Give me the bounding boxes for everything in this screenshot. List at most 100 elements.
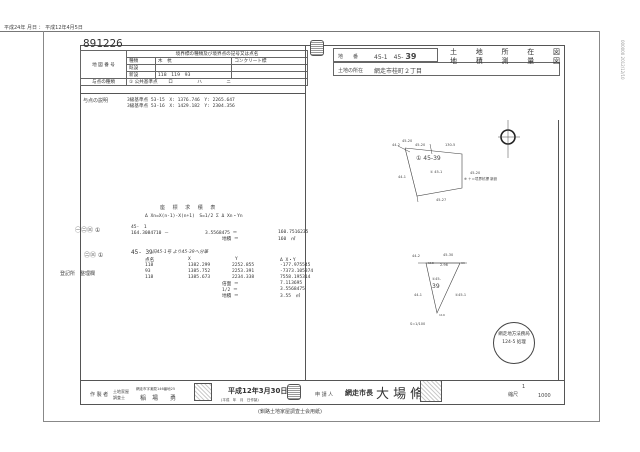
coord-cell: 2253.391 <box>232 269 255 274</box>
calc-title: 座 標 求 積 表 <box>160 205 219 211</box>
title-char: 所 <box>501 48 509 56</box>
point-type: ① 公共基準点 <box>129 80 158 85</box>
coord-cell: 1385.673 <box>188 275 211 280</box>
divider <box>80 93 305 94</box>
lot2-symbols: ㊁㊂ ① <box>84 252 104 259</box>
map-label: ①45-1 <box>455 293 467 297</box>
boundary-line <box>416 195 419 203</box>
sum-cell: 1/2 ＝ <box>222 288 238 293</box>
cell <box>231 64 308 72</box>
sum-cell: 7.113695 <box>280 281 303 286</box>
title-char: 図 <box>553 48 560 56</box>
map-label: 45-20 <box>402 139 413 143</box>
title-char: 在 <box>527 48 535 56</box>
scale-denominator: 1000 <box>538 393 551 399</box>
point-types: ① 公共基準点 ロ ハ ニ <box>126 78 308 86</box>
map-label: 45-20 <box>470 171 481 175</box>
point-desc-label: 与点の説明 <box>83 98 109 104</box>
location-value: 網走市桂町２丁目 <box>374 68 423 75</box>
map-legend: ※ ＋＝境界杭標 新設 <box>464 177 498 181</box>
coord-cell: 118 <box>145 275 154 280</box>
map-label: 39 <box>432 283 440 290</box>
title-char: 地 <box>450 57 457 65</box>
cell <box>154 64 233 72</box>
lot1-area: 160 ㎡ <box>278 237 296 242</box>
title-char: 土 <box>450 48 457 56</box>
title-char: 図 <box>553 57 560 65</box>
boundary-line <box>397 145 411 153</box>
author-label: 作 製 者 <box>90 392 109 398</box>
point-label: 118 <box>428 261 434 265</box>
coord-cell: 118 <box>145 263 154 268</box>
point-type-label: 与点の種類 <box>80 78 127 86</box>
cell <box>231 71 308 79</box>
city-emblem-icon <box>287 384 301 400</box>
coord-cell: 1382.299 <box>188 263 211 268</box>
handwritten-note: 旧45-1号 より45-39へ分筆 <box>152 250 209 255</box>
coord-cell: 93 <box>145 269 151 274</box>
scale-label: 縮尺 <box>508 392 519 398</box>
boundary-heading: 境界標の種類及び境界点の記号又は点名 <box>126 50 308 58</box>
page-frame <box>43 31 600 422</box>
title-char: 量 <box>527 57 535 65</box>
divider <box>558 120 559 380</box>
col-header: X <box>188 257 191 262</box>
author-name: 稲 場 勇 <box>140 395 177 402</box>
applicant-seal <box>420 380 442 402</box>
lot1-area-label: 地積 ＝ <box>222 237 239 242</box>
map-label: ①45- <box>432 277 441 281</box>
lot-box: 地 番 45-1 45- 39 <box>333 48 438 62</box>
calc-formula: Δ Xn=X(n-1)-X(n+1) S=1/2 Σ Δ Xn・Yn <box>145 214 243 219</box>
col-header: 点名 <box>145 258 155 263</box>
cell: 木 杭 <box>154 57 233 65</box>
col-header: Δ X・Y <box>280 258 296 263</box>
point-label: 93 <box>461 261 465 265</box>
doc-number: 891226 <box>83 37 123 50</box>
lot-num: 39 <box>405 52 417 61</box>
map-label: 44-2 <box>392 143 400 147</box>
side-stamp: 000000 2012/12/10 <box>620 40 625 80</box>
map-label: ① 45-1 <box>430 170 443 174</box>
map-label: 45-30 <box>443 253 454 257</box>
title-char: 測 <box>501 57 509 65</box>
title-line2: 地積測量図 <box>450 56 560 66</box>
map-label: 44-1 <box>414 293 422 297</box>
lot-value: 45-1 45- 39 <box>374 52 416 61</box>
divider <box>80 380 565 381</box>
boundary-table: 地 図 番 号 境界標の種類及び境界点の記号又は点名 種類木 杭コンクリート標 … <box>80 50 308 86</box>
scale-note: S=1/100 <box>410 322 426 326</box>
boundary-line <box>429 143 433 155</box>
map-label: 44-2 <box>412 254 420 258</box>
coord-cell: -7373.105374 <box>280 269 314 274</box>
lot1-half: 3.5568475 ＝ <box>205 231 238 236</box>
lot1-value: 164.3084710 － <box>131 231 169 236</box>
point-label: 119 <box>439 313 445 317</box>
point-type: ロ <box>168 80 173 85</box>
date-sub: (平成 年 月 日作製) <box>221 398 259 402</box>
map-label: 44-1 <box>398 175 406 179</box>
point-type: ニ <box>226 80 231 85</box>
scale-numerator: 1 <box>522 384 526 390</box>
cell: コンクリート標 <box>231 57 308 65</box>
author-address: 網走市字潮見146番地25 <box>136 387 176 391</box>
sum-cell: 3.5568475 <box>280 287 305 292</box>
point-type: ハ <box>197 80 202 85</box>
lot-label: 地 番 <box>338 54 359 60</box>
parcel-outline <box>425 262 461 314</box>
sum-cell: 3.55 ㎡ <box>280 294 301 299</box>
map-label: 45-20 <box>415 143 426 147</box>
applicant: 網走市長 <box>345 389 373 397</box>
applicant-name: 大 場 脩 <box>376 387 424 402</box>
map-label: 2.96 <box>440 263 448 267</box>
row-label: 新設 <box>126 71 156 79</box>
city-emblem-icon <box>310 40 324 56</box>
applicant-label: 申 請 人 <box>315 392 334 398</box>
map-no-label: 地 図 番 号 <box>80 50 127 79</box>
author-title: 土地家屋 調査士 <box>113 389 129 400</box>
site-map <box>397 120 520 203</box>
coord-cell: 2234.338 <box>232 275 255 280</box>
lot-prefix: 45-1 45- <box>374 54 404 61</box>
registry-stamp: 網走地方法務局 124-5 処理 <box>493 322 535 364</box>
row-label: 種類 <box>126 57 156 65</box>
location-box: 土地の所在 網走市桂町２丁目 <box>333 62 560 76</box>
